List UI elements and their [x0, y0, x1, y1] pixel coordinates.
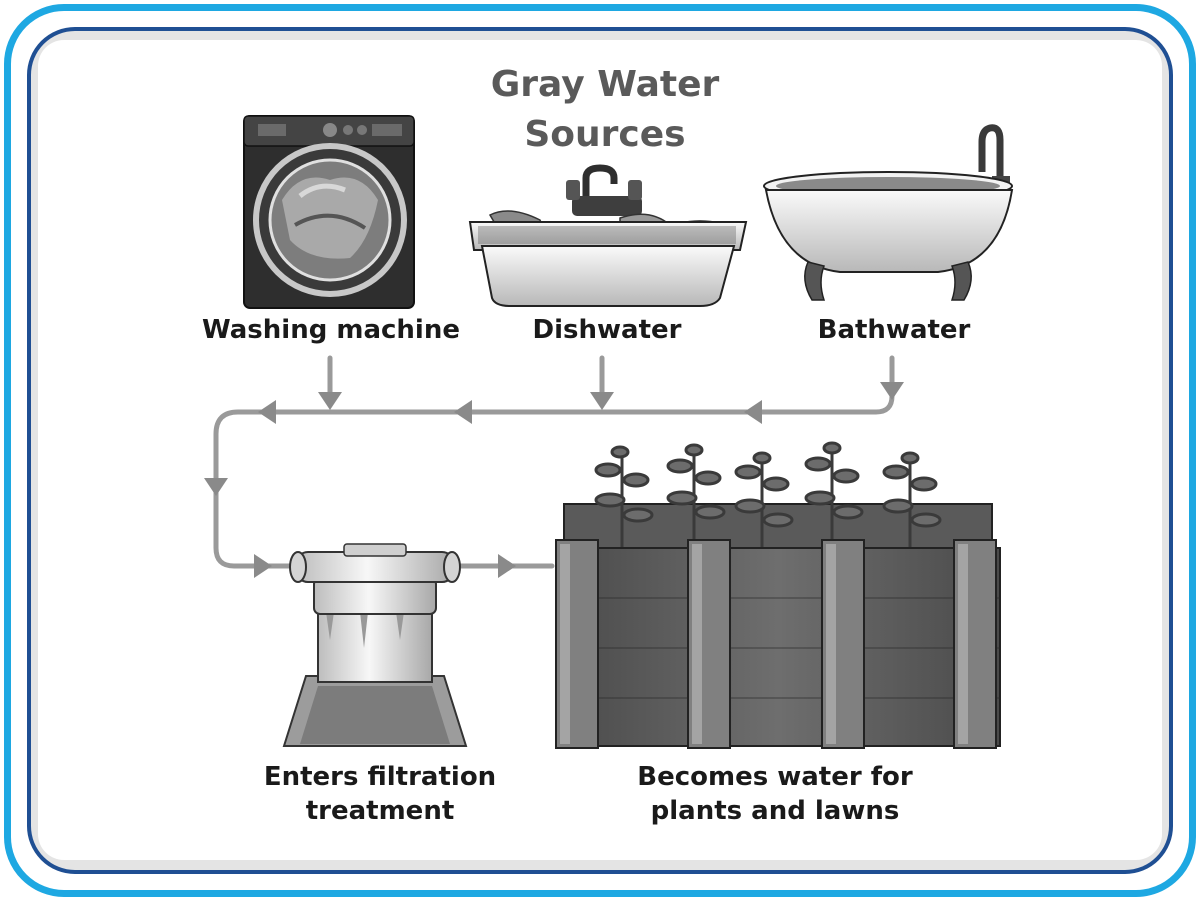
washing-machine-icon — [243, 115, 415, 309]
diagram-title: Gray Water Sources — [440, 60, 770, 160]
title-line-1: Gray Water — [490, 64, 720, 105]
bathtub-icon — [763, 124, 1014, 301]
result-label-line-1: Becomes water for — [637, 762, 913, 792]
flow-arrows — [204, 382, 904, 578]
filtration-unit-icon — [282, 543, 468, 747]
filtration-label-line-2: treatment — [305, 796, 455, 826]
filtration-label-line-1: Enters filtration — [263, 762, 497, 792]
dishwater-label: Dishwater — [532, 315, 682, 345]
result-label-line-2: plants and lawns — [650, 796, 900, 826]
result-label: Becomes water for plants and lawns — [620, 760, 930, 828]
washing-machine-label: Washing machine — [202, 315, 460, 345]
raised-planter-icon — [555, 441, 1001, 749]
title-line-2: Sources — [524, 114, 686, 155]
bathwater-label: Bathwater — [817, 315, 971, 345]
plant-icons — [594, 441, 942, 548]
dish-sink-icon — [468, 164, 748, 307]
filtration-label: Enters filtration treatment — [250, 760, 510, 828]
